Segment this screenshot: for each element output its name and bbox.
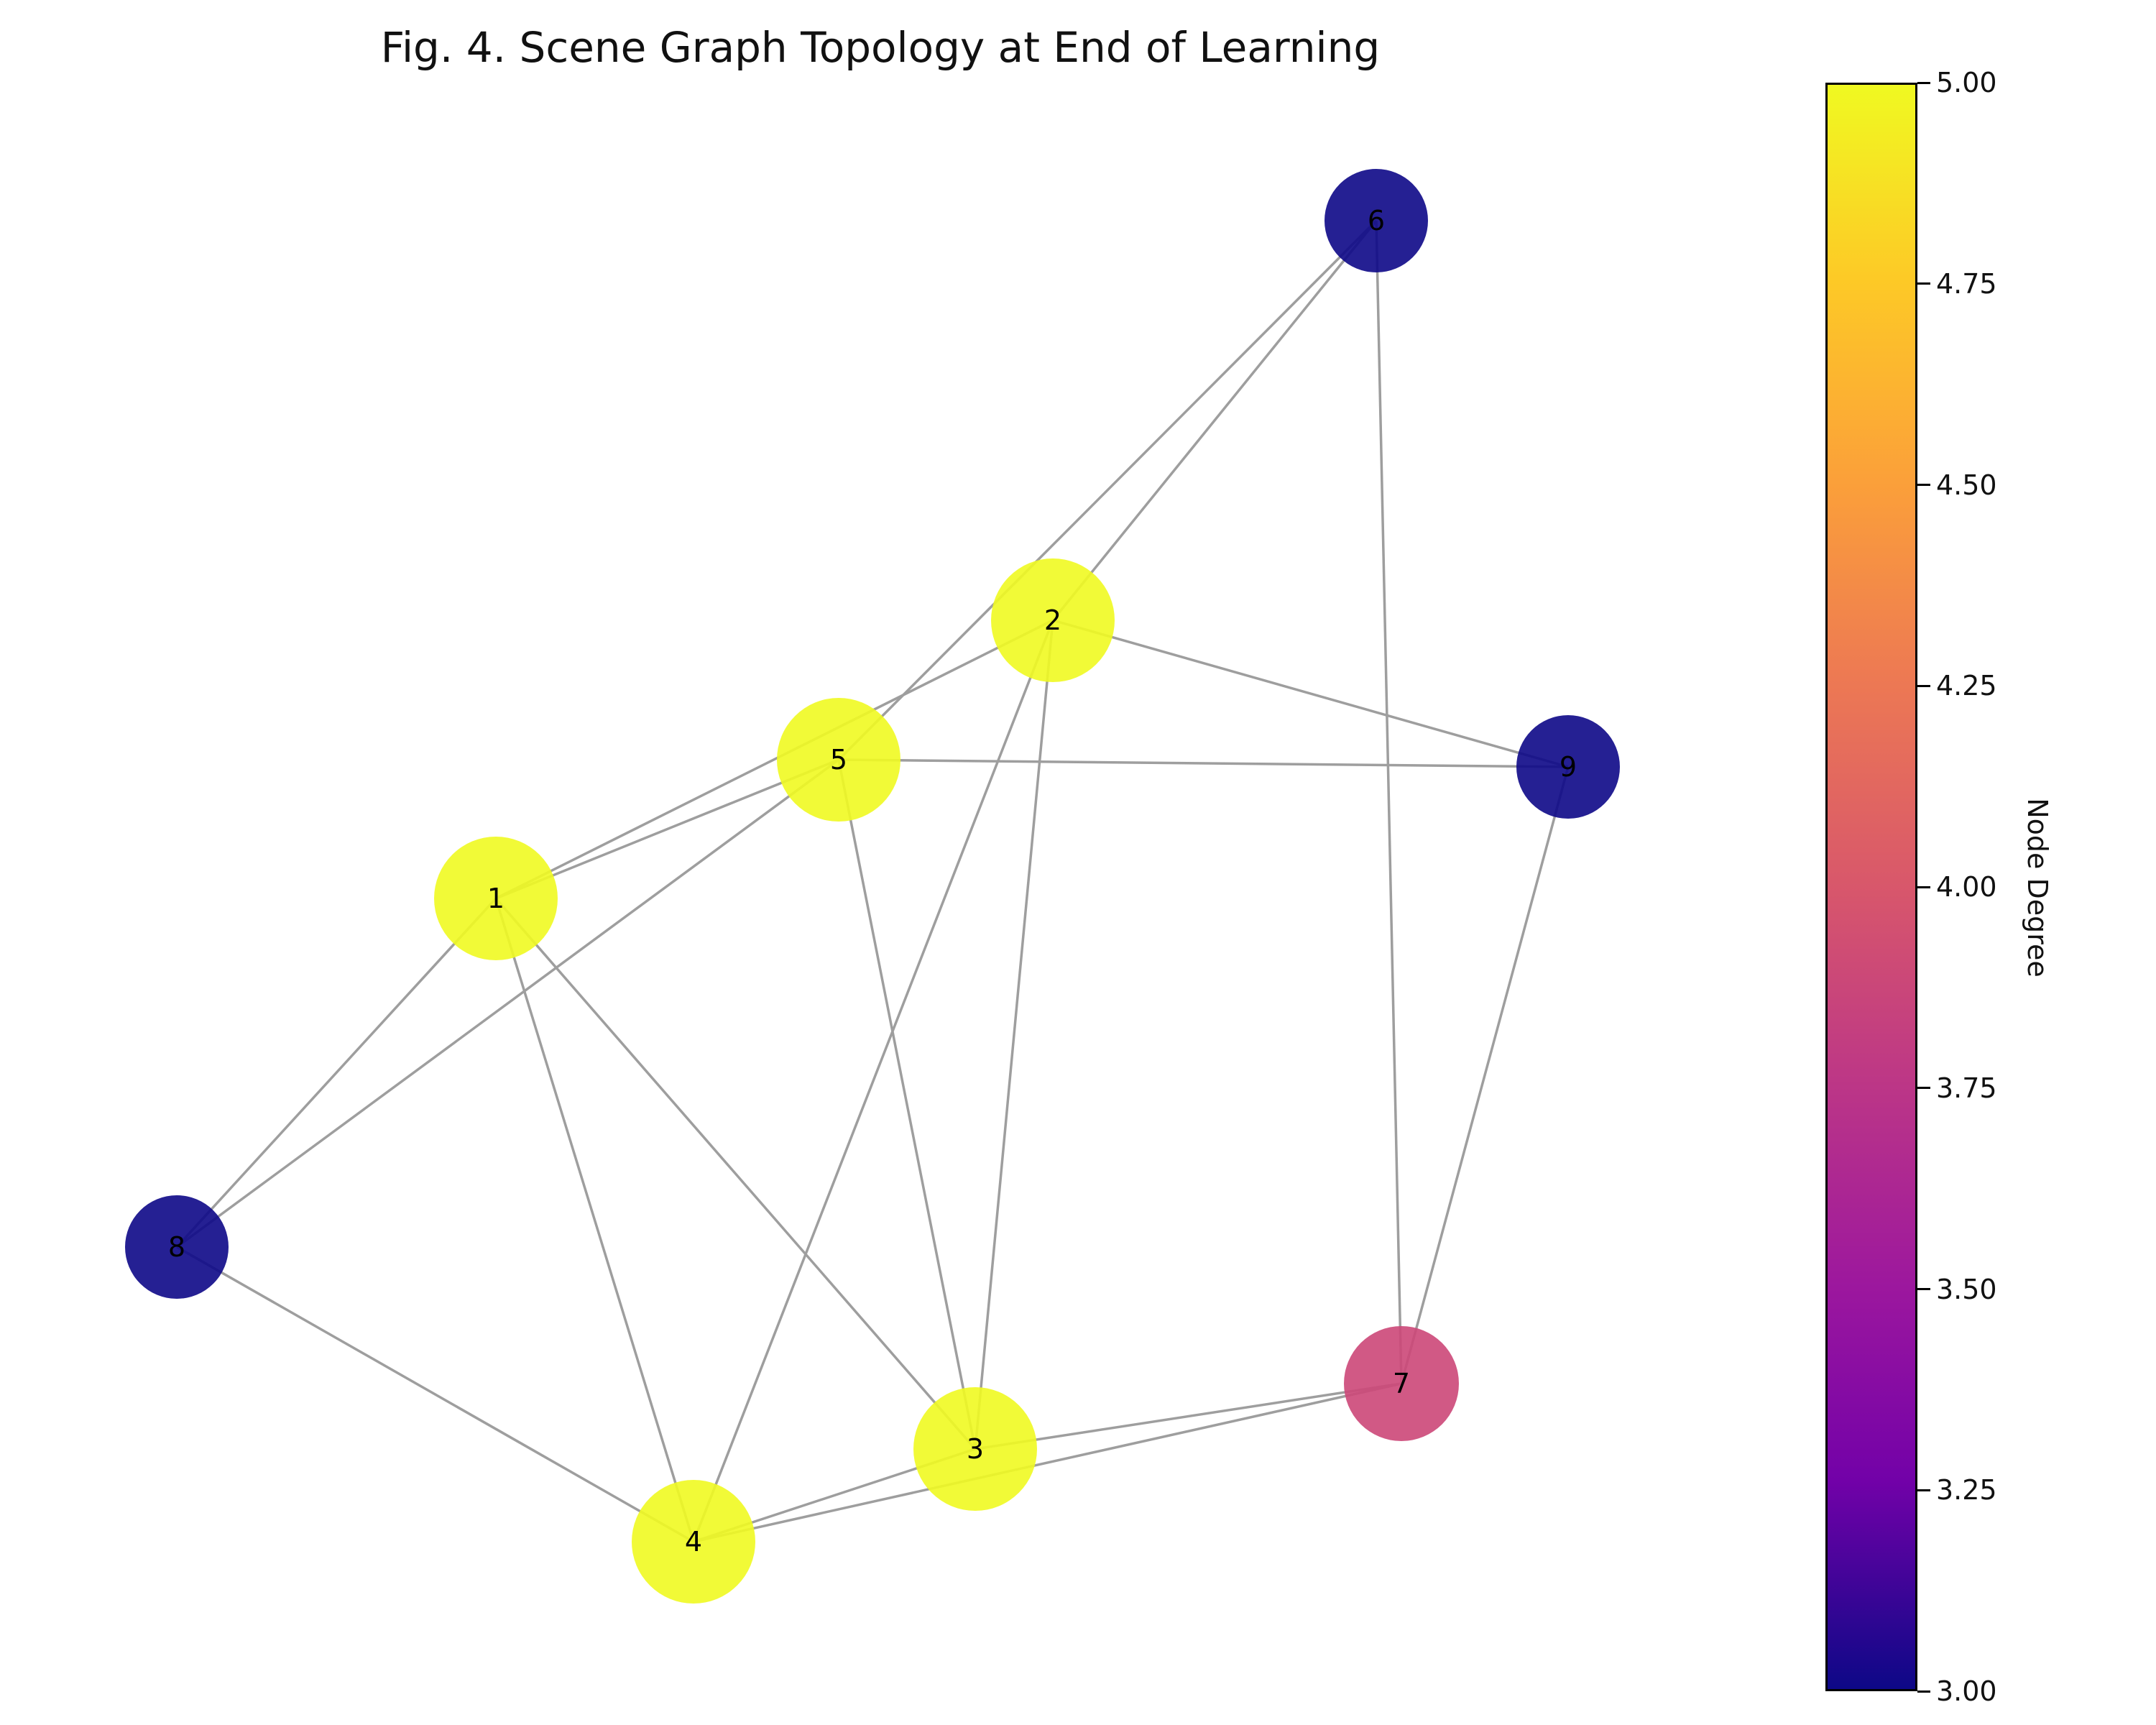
nodes-layer: 1 2 3 4 5 6 7 8 9: [125, 169, 1620, 1604]
colorbar-tick-label: 3.50: [1936, 1273, 1997, 1305]
colorbar-tick-mark: [1917, 282, 1930, 285]
node-circle-4: [632, 1480, 755, 1604]
edge-3-7: [975, 1382, 1402, 1450]
edge-2-3: [974, 620, 1054, 1450]
colorbar-tick-label: 3.00: [1936, 1675, 1997, 1707]
edge-5-9: [838, 758, 1569, 768]
node-circle-7: [1344, 1326, 1459, 1441]
node-label-9: 9: [1560, 751, 1577, 783]
node-circle-6: [1325, 169, 1428, 272]
colorbar-tick-mark: [1917, 81, 1930, 84]
colorbar: [1825, 83, 1917, 1691]
colorbar-tick-mark: [1917, 684, 1930, 687]
colorbar-tick-label: 4.25: [1936, 670, 1997, 702]
node-1: 1: [434, 837, 558, 960]
edge-2-6: [1051, 219, 1378, 622]
node-4: 4: [632, 1480, 755, 1604]
node-9: 9: [1516, 715, 1620, 819]
node-circle-2: [991, 558, 1115, 682]
colorbar-tick-mark: [1917, 1690, 1930, 1693]
colorbar-tick-mark: [1917, 1087, 1930, 1090]
edge-2-9: [1052, 619, 1569, 768]
node-label-4: 4: [685, 1526, 702, 1558]
node-7: 7: [1344, 1326, 1459, 1441]
graph-canvas: 1 2 3 4 5 6 7 8 9: [125, 169, 1620, 1604]
chart-title: Fig. 4. Scene Graph Topology at End of L…: [380, 23, 1381, 72]
node-label-6: 6: [1368, 205, 1385, 236]
colorbar-tick-label: 5.00: [1936, 67, 1997, 98]
edge-5-6: [837, 219, 1378, 761]
colorbar-tick-label: 4.00: [1936, 871, 1997, 903]
edge-1-8: [175, 897, 497, 1248]
node-circle-8: [125, 1195, 229, 1299]
edge-9-7: [1400, 766, 1570, 1384]
edge-1-4: [494, 898, 695, 1542]
node-3: 3: [913, 1387, 1037, 1511]
node-circle-3: [913, 1387, 1037, 1511]
colorbar-label: Node Degree: [2022, 798, 2053, 978]
node-2: 2: [991, 558, 1115, 682]
edges-layer: [175, 219, 1570, 1543]
node-6: 6: [1325, 169, 1428, 272]
node-label-1: 1: [487, 883, 505, 914]
node-label-5: 5: [830, 744, 847, 776]
edge-1-3: [494, 897, 977, 1450]
colorbar-tick-mark: [1917, 886, 1930, 888]
node-circle-1: [434, 837, 558, 960]
colorbar-tick-label: 4.75: [1936, 267, 1997, 300]
edge-2-4: [692, 620, 1054, 1542]
node-5: 5: [777, 698, 900, 822]
colorbar-tick-mark: [1917, 1288, 1930, 1290]
edge-8-4: [176, 1246, 694, 1543]
colorbar-tick-label: 4.50: [1936, 469, 1997, 501]
edge-4-7: [693, 1382, 1402, 1543]
edge-5-8: [175, 758, 840, 1248]
colorbar-tick-label: 3.75: [1936, 1072, 1997, 1104]
node-label-2: 2: [1044, 604, 1061, 636]
colorbar-tick-mark: [1917, 1489, 1930, 1491]
edge-1-2: [495, 619, 1054, 900]
node-8: 8: [125, 1195, 229, 1299]
edge-6-7: [1375, 220, 1403, 1384]
node-label-7: 7: [1393, 1368, 1410, 1399]
node-label-3: 3: [967, 1433, 984, 1465]
colorbar-tick-mark: [1917, 484, 1930, 486]
node-circle-5: [777, 698, 900, 822]
colorbar-tick-label: 3.25: [1936, 1474, 1997, 1506]
node-circle-9: [1516, 715, 1620, 819]
edge-5-3: [837, 759, 977, 1450]
node-label-8: 8: [168, 1231, 185, 1263]
